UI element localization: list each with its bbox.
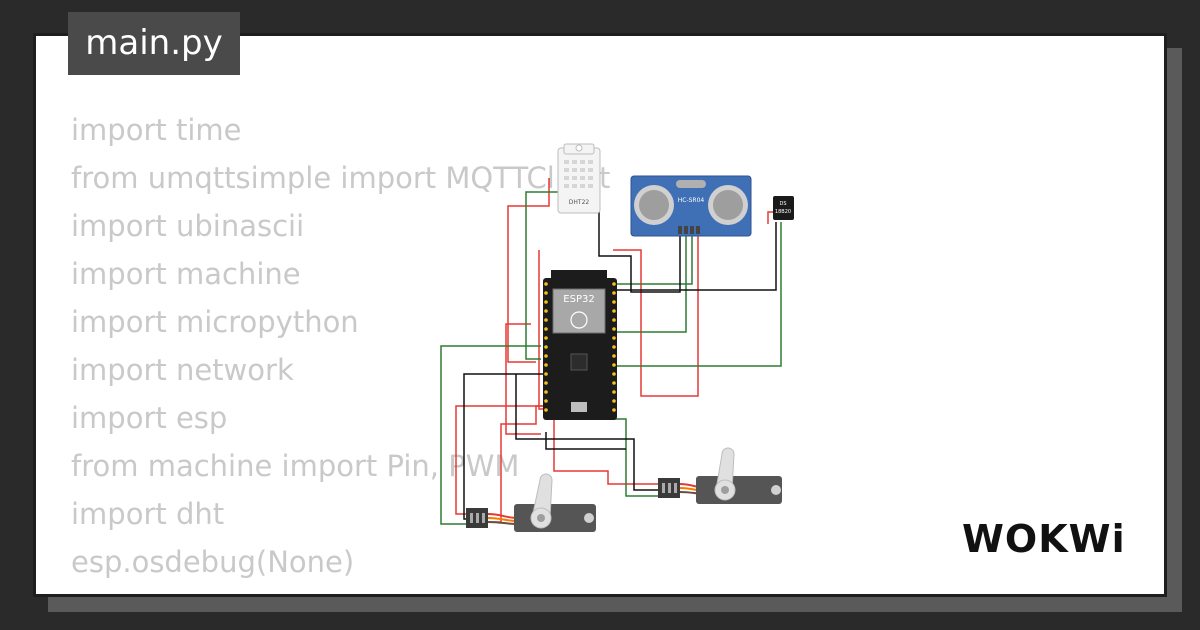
wire-black (611, 222, 777, 291)
wire-green (611, 222, 782, 367)
preview-card: import time from umqttsimple import MQTT… (33, 33, 1167, 597)
temperature-sensor: DS 18B20 (773, 196, 794, 220)
wire-red (505, 323, 541, 435)
code-line: import gc (71, 586, 610, 594)
wire-green (611, 234, 687, 333)
code-line: import time (71, 113, 242, 147)
code-line: from umqttsimple import MQTTClient (71, 161, 611, 195)
wire-red (538, 250, 659, 485)
file-tab[interactable]: main.py (68, 12, 240, 75)
code-line: esp.osdebug(None) (71, 545, 355, 579)
wire-green (440, 345, 541, 525)
wokwi-logo: WOKWi (962, 517, 1126, 561)
wire-red (455, 405, 544, 515)
code-line: import dht (71, 497, 225, 531)
temp-sensor-label-2: 18B20 (775, 209, 791, 215)
code-preview: import time from umqttsimple import MQTT… (71, 106, 611, 594)
esp32-label: ESP32 (563, 294, 594, 305)
wokwi-logo-text: WOKWi (962, 517, 1126, 561)
servo-motor (466, 473, 596, 532)
servo-motor (658, 447, 782, 504)
ultrasonic-label: HC-SR04 (678, 197, 705, 204)
wire-black (515, 374, 659, 491)
ultrasonic-sensor: HC-SR04 (630, 175, 752, 237)
code-line: import ubinascii (71, 209, 305, 243)
code-line: from machine import Pin, PWM (71, 449, 520, 483)
wire-green (611, 234, 693, 285)
dht22-sensor: DHT22 (557, 143, 601, 214)
code-line: import machine (71, 257, 301, 291)
wire-black (545, 432, 626, 450)
dht22-label: DHT22 (569, 199, 590, 206)
wire-black (598, 178, 681, 293)
circuit-diagram: DHT22 HC-SR04 DS 18B20 ESP32 (440, 143, 794, 532)
wire-black (463, 373, 546, 520)
code-line: import esp (71, 401, 228, 435)
wire-red (507, 178, 550, 363)
code-line: import network (71, 353, 294, 387)
wire-red (613, 224, 699, 397)
code-line: import micropython (71, 305, 359, 339)
temp-sensor-label-1: DS (779, 201, 786, 207)
esp32-board: ESP32 (543, 270, 617, 420)
